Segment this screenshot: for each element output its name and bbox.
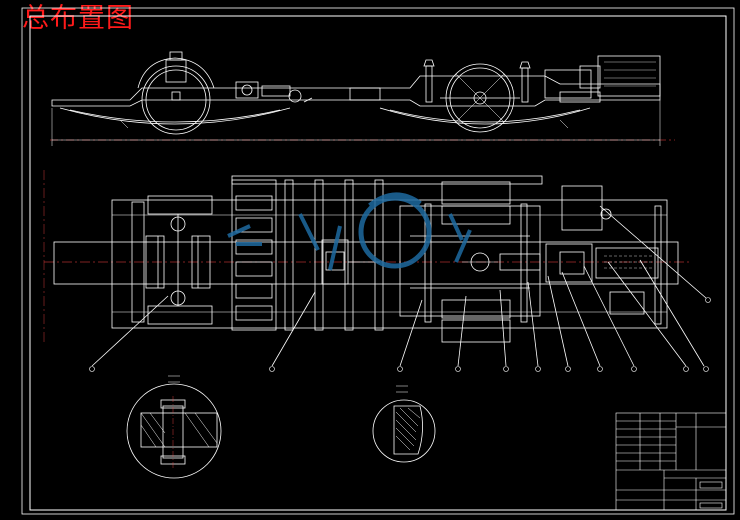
inner-border xyxy=(29,15,727,511)
section-a-a xyxy=(126,375,222,479)
outer-border xyxy=(21,7,735,515)
side-view xyxy=(50,51,675,146)
plan-view xyxy=(43,170,707,367)
item-balloons xyxy=(89,297,711,372)
section-b-b xyxy=(372,385,436,463)
title-block xyxy=(615,412,727,511)
watermark-logo xyxy=(227,192,472,271)
